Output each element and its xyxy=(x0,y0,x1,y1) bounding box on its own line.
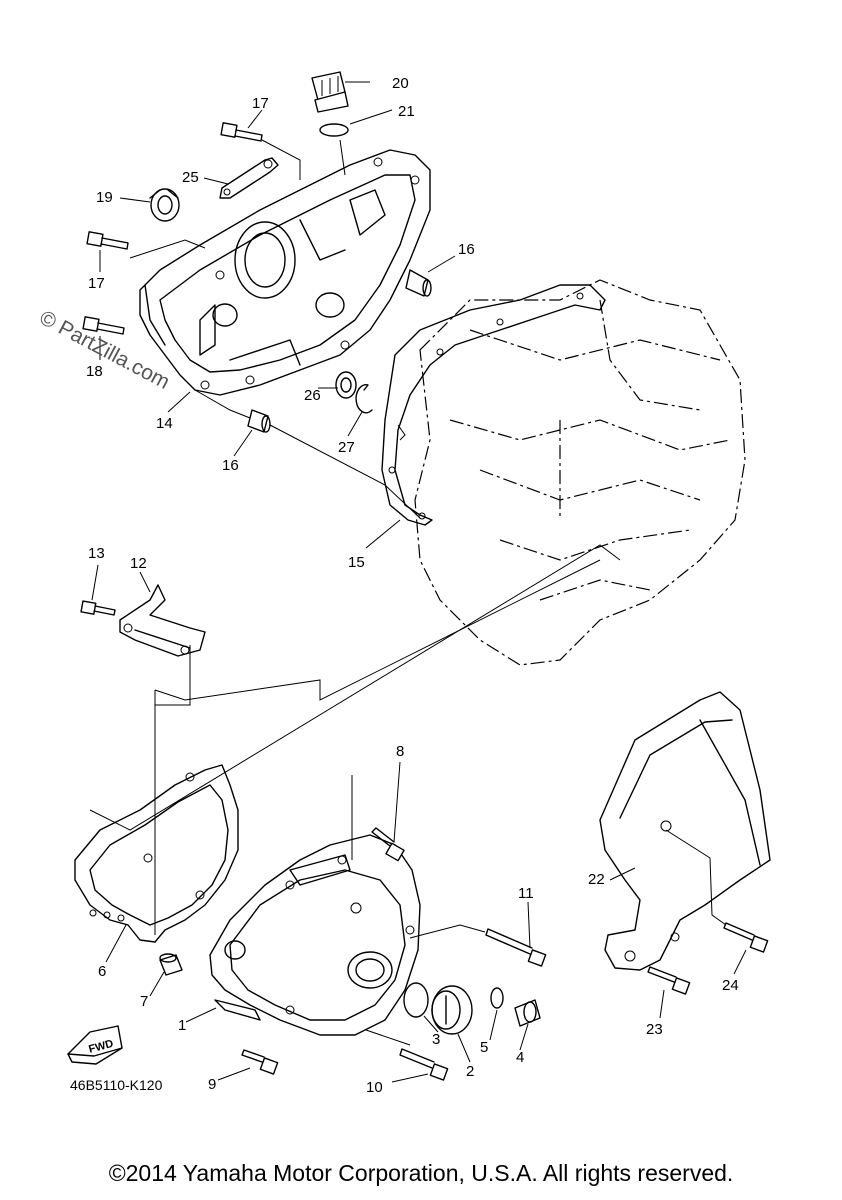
bolt-23 xyxy=(647,966,691,995)
callout-8: 8 xyxy=(396,743,404,760)
crankcase-cover-gasket-upper xyxy=(381,284,606,526)
callout-12: 12 xyxy=(130,555,147,572)
callout-17-lower: 17 xyxy=(88,275,105,292)
callout-16-upper: 16 xyxy=(458,241,475,258)
callout-1: 1 xyxy=(178,1017,186,1034)
dowel-pin-7 xyxy=(159,953,183,976)
bolt-10 xyxy=(399,1048,449,1081)
engine-crankcase-outline xyxy=(414,279,746,666)
callout-23: 23 xyxy=(646,1021,663,1038)
callout-17-upper: 17 xyxy=(252,95,269,112)
circlip-27 xyxy=(355,384,373,414)
callout-14: 14 xyxy=(156,415,173,432)
dowel-pin-16-lower xyxy=(247,409,271,433)
crankcase-cover-gasket-lower xyxy=(74,764,239,943)
bolt-9 xyxy=(241,1049,279,1075)
callout-25: 25 xyxy=(182,169,199,186)
callout-13: 13 xyxy=(88,545,105,562)
o-ring-21 xyxy=(319,123,349,137)
o-ring-3 xyxy=(403,982,429,1018)
chain-guide-12 xyxy=(119,584,206,657)
stay-25 xyxy=(219,157,279,199)
bolt-13 xyxy=(80,600,116,616)
plug-2 xyxy=(431,985,473,1035)
diagram-code: 46B5110-K120 xyxy=(70,1077,163,1093)
oil-filler-cap xyxy=(311,71,349,113)
callout-19: 19 xyxy=(96,189,113,206)
callout-26: 26 xyxy=(304,387,321,404)
callout-3: 3 xyxy=(432,1031,440,1048)
copyright-notice: ©2014 Yamaha Motor Corporation, U.S.A. A… xyxy=(108,1160,734,1186)
bolt-11 xyxy=(485,928,547,967)
callout-16-lower: 16 xyxy=(222,457,239,474)
callout-24: 24 xyxy=(722,977,739,994)
dowel-pin-16-upper xyxy=(405,269,432,297)
oil-seal-26 xyxy=(335,371,357,399)
callout-20: 20 xyxy=(392,75,409,92)
plug-4 xyxy=(514,999,541,1027)
forward-direction-arrow: FWD xyxy=(67,1025,123,1065)
callout-10: 10 xyxy=(366,1079,383,1096)
grommet-19 xyxy=(149,188,180,222)
callout-leaders xyxy=(91,81,747,1083)
bolt-8 xyxy=(371,827,405,862)
callout-22: 22 xyxy=(588,871,605,888)
assembly-guide-lines xyxy=(89,139,727,1046)
callout-27: 27 xyxy=(338,439,355,456)
callout-9: 9 xyxy=(208,1076,216,1093)
callout-6: 6 xyxy=(98,963,106,980)
drive-sprocket-cover-22 xyxy=(599,691,771,971)
bolt-24 xyxy=(723,922,769,953)
bolt-17-lower xyxy=(86,231,129,250)
callout-4: 4 xyxy=(516,1049,524,1066)
bolt-17-upper xyxy=(220,122,263,142)
crankcase-cover-left-upper xyxy=(139,149,431,396)
callout-5: 5 xyxy=(480,1039,488,1056)
callout-15: 15 xyxy=(348,554,365,571)
callout-11: 11 xyxy=(518,885,534,902)
crankcase-cover-left-lower xyxy=(209,834,421,1036)
o-ring-5 xyxy=(490,987,504,1009)
callout-18: 18 xyxy=(86,363,103,380)
callout-2: 2 xyxy=(466,1063,474,1080)
bolt-18 xyxy=(82,316,125,335)
callout-21: 21 xyxy=(398,103,415,120)
callout-7: 7 xyxy=(140,993,148,1010)
